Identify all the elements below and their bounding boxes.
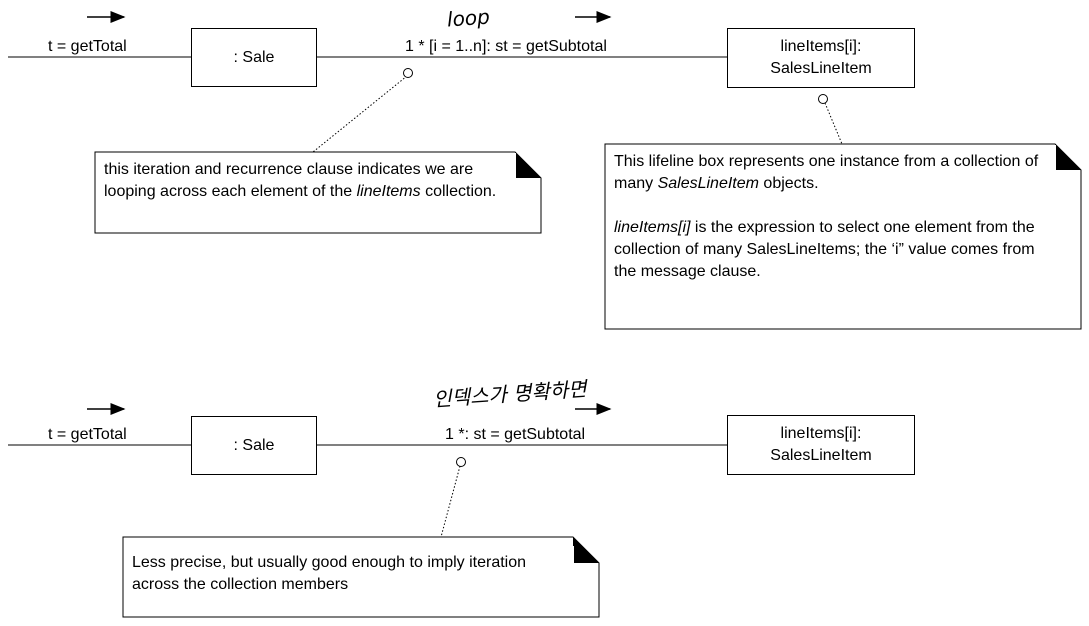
bottom-note-corner — [573, 537, 599, 563]
bottom-note-connector — [440, 465, 461, 538]
top-right-note: This lifeline box represents one instanc… — [606, 145, 1056, 328]
bottom-caller-message: t = getTotal — [48, 426, 127, 443]
top-lineitem-label-line2: SalesLineItem — [770, 60, 872, 77]
top-right-note-para2: lineItems[i] is the expression to select… — [614, 219, 1035, 280]
bottom-note-anchor — [456, 457, 466, 467]
top-left-note: this iteration and recurrence clause ind… — [96, 153, 516, 232]
top-left-note-text: this iteration and recurrence clause ind… — [104, 161, 497, 200]
top-handwritten-loop: loop — [446, 4, 491, 32]
bottom-lineitem-label-line2: SalesLineItem — [770, 447, 872, 464]
top-loop-message: 1 * [i = 1..n]: st = getSubtotal — [405, 38, 607, 55]
top-lineitem-label-line1: lineItems[i]: — [780, 38, 862, 55]
bottom-note: Less precise, but usually good enough to… — [124, 546, 574, 616]
bottom-lineitem-lifeline-box: lineItems[i]: SalesLineItem — [727, 415, 915, 475]
top-right-note-anchor — [818, 94, 828, 104]
top-right-note-para1: This lifeline box represents one instanc… — [614, 153, 1039, 192]
bottom-sale-lifeline-box: : Sale — [191, 416, 317, 475]
top-left-note-anchor — [403, 68, 413, 78]
bottom-note-text: Less precise, but usually good enough to… — [132, 554, 527, 593]
top-left-note-corner — [515, 152, 541, 178]
bottom-loop-message: 1 *: st = getSubtotal — [445, 426, 586, 443]
top-right-note-corner — [1055, 144, 1081, 170]
top-sale-lifeline-box: : Sale — [191, 28, 317, 87]
bottom-sale-label: : Sale — [233, 436, 275, 454]
top-sale-label: : Sale — [233, 48, 275, 66]
bottom-lineitem-label-line1: lineItems[i]: — [780, 425, 862, 442]
top-left-note-connector — [312, 75, 408, 153]
top-right-note-connector — [824, 102, 843, 145]
top-lineitem-lifeline-box: lineItems[i]: SalesLineItem — [727, 28, 915, 88]
top-caller-message: t = getTotal — [48, 38, 127, 55]
